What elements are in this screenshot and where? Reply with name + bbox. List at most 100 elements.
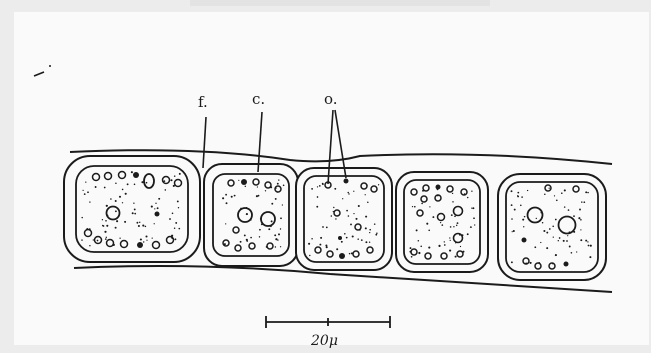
granule-dot	[460, 246, 461, 247]
granule-dot	[250, 237, 252, 239]
cell-5	[498, 174, 606, 280]
filament-label: f.	[198, 93, 208, 111]
granule-dot	[376, 232, 377, 233]
granule-dot	[571, 252, 573, 254]
granule-dot	[154, 208, 155, 209]
granule-dot	[414, 206, 416, 208]
granule-dot	[127, 183, 129, 185]
granule-dot	[257, 186, 258, 187]
granule-dot	[140, 238, 142, 240]
granule-dot	[546, 232, 548, 234]
granule-dot	[246, 240, 248, 242]
granule-dot	[350, 223, 352, 225]
granule-dot	[146, 182, 148, 184]
granule-dot	[89, 245, 90, 246]
granule-dot	[521, 196, 523, 198]
granule-dot	[89, 201, 90, 202]
granule-dot	[473, 217, 475, 219]
granule-dot	[311, 238, 313, 240]
granule-dot	[277, 183, 279, 185]
granule-dot	[580, 229, 581, 230]
granule-dot	[441, 224, 443, 226]
granule-dot	[576, 251, 577, 252]
granule-dot	[138, 225, 140, 227]
granule-dot	[97, 240, 99, 242]
granule-dot	[412, 206, 413, 207]
granule-dot	[244, 234, 246, 236]
granule-dot	[542, 222, 543, 223]
granule-dot	[558, 240, 559, 241]
granule-dot	[556, 199, 558, 201]
granule-dot	[346, 210, 348, 212]
granule-dot	[555, 219, 557, 221]
granule-dot	[309, 255, 310, 256]
granule-dot	[357, 238, 359, 240]
granule-dot	[353, 213, 354, 214]
granule-dot	[322, 226, 324, 228]
granule-dot	[274, 234, 276, 236]
granule-dot	[451, 214, 453, 216]
granule-dot	[115, 200, 117, 202]
granule-dot	[524, 216, 526, 218]
granule-dot	[259, 229, 261, 231]
granule-dot	[319, 185, 321, 187]
granule-dot	[559, 237, 561, 239]
granule-dot	[457, 222, 459, 224]
granule-dot	[106, 205, 108, 207]
granule-dot	[522, 219, 524, 221]
granule-dot	[326, 246, 328, 248]
granule-dot	[587, 241, 588, 242]
cell-4	[396, 172, 488, 272]
granule-dot	[283, 184, 285, 186]
granule-dot	[378, 184, 379, 185]
granule-dot	[353, 191, 354, 192]
granule-dot	[82, 190, 83, 191]
granule-dot	[319, 244, 321, 246]
granule-dot	[322, 183, 324, 185]
granule-dot	[365, 194, 366, 195]
granule-dot	[226, 202, 228, 204]
granule-dot	[158, 198, 160, 200]
granule-dot	[170, 179, 172, 181]
granule-dot	[418, 240, 420, 242]
granule-dot	[549, 228, 551, 230]
granule-dot	[87, 191, 89, 193]
granule-dot	[81, 217, 82, 218]
granule-dot	[375, 234, 377, 236]
granule-dot	[122, 189, 124, 191]
granule-dot	[145, 226, 147, 228]
granule-dot	[246, 213, 248, 215]
granule-dot	[335, 218, 336, 219]
granule-dot	[563, 240, 565, 242]
granule-dot	[534, 246, 536, 248]
granule-dot	[165, 189, 167, 191]
granule-dot	[552, 226, 554, 228]
granule-dot	[271, 203, 273, 205]
granule-dot	[259, 236, 260, 237]
scale-bar-label: 20μ	[310, 333, 338, 349]
granule-dot	[470, 226, 472, 228]
granule-dot	[334, 188, 336, 190]
granule-dot	[119, 238, 120, 239]
granule-dot	[152, 237, 153, 238]
granule-dot	[428, 229, 430, 231]
granule-dot	[172, 213, 174, 215]
granule-dot	[336, 248, 338, 250]
granule-dot	[139, 222, 140, 223]
granule-dot	[231, 196, 233, 198]
granule-dot	[467, 233, 469, 235]
granule-dot	[410, 247, 412, 249]
granule-dot	[540, 242, 541, 243]
granule-dot	[280, 228, 281, 229]
granule-dot	[589, 256, 591, 258]
granule-dot	[102, 225, 104, 227]
granule-dot	[369, 229, 371, 231]
granule-dot	[429, 206, 430, 207]
granule-dot	[416, 229, 418, 231]
granule-dot	[95, 186, 97, 188]
granule-dot	[355, 218, 357, 220]
granule-dot	[585, 191, 587, 193]
granule-dot	[258, 195, 260, 197]
